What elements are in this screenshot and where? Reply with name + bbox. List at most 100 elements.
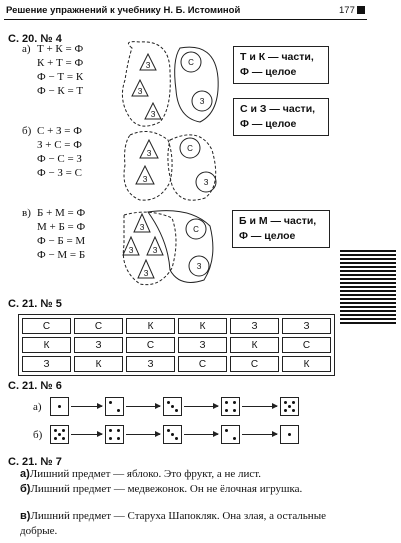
arrow-icon — [184, 403, 219, 409]
die-face — [105, 397, 124, 416]
ex7-a-text: Лишний предмет — яблоко. Это фрукт, а не… — [29, 468, 262, 480]
ex7-c-text: Лишний предмет — Старуха Шапокляк. Она з… — [20, 510, 326, 537]
triangle-shape — [139, 138, 159, 159]
ex4-c-line: Б + М = Ф — [37, 207, 86, 219]
table-cell: К — [178, 318, 227, 334]
triangle-label: З — [138, 87, 143, 96]
triangle-shape — [144, 101, 162, 120]
triangle-shape — [146, 235, 164, 256]
table-cell: С — [178, 356, 227, 372]
ex4-b-marker: б) — [22, 125, 32, 137]
die-pip — [175, 409, 179, 413]
ex4-c-line: М + Б = Ф — [37, 221, 86, 233]
triangle-label: З — [143, 175, 148, 184]
set-outline-c-right — [147, 210, 214, 283]
die-pip — [108, 428, 112, 432]
die-pip — [53, 437, 57, 441]
die-pip — [283, 400, 287, 404]
ex7-a-marker: а) — [20, 468, 30, 480]
die-face — [105, 425, 124, 444]
table-cell: З — [230, 318, 279, 334]
circle-shape — [195, 171, 217, 193]
arrow-icon — [242, 403, 278, 409]
ex4-c-line: Ф − М = Б — [37, 249, 86, 261]
table-cell: З — [178, 337, 227, 353]
page-header: Решение упражнений к учебнику Н. Б. Исто… — [0, 0, 401, 20]
die-pip — [175, 437, 179, 441]
circle-shape — [179, 137, 201, 159]
die-pip — [233, 409, 237, 413]
die-pip — [117, 409, 121, 413]
table-cell: З — [74, 337, 123, 353]
circle-label: С — [187, 144, 193, 153]
triangle-shape — [137, 258, 155, 279]
die-pip — [224, 409, 228, 413]
ex4-c-line: Ф − Б = М — [37, 235, 86, 247]
triangle-label: З — [129, 246, 134, 255]
ex4-b-note: С и З — части, Ф — целое — [233, 98, 329, 136]
circle-shape — [180, 51, 202, 73]
triangle-label: З — [144, 269, 149, 278]
table-row: К З С З К С — [22, 337, 331, 353]
triangle-label: З — [146, 61, 151, 70]
die-pip — [283, 409, 287, 413]
table-cell: К — [74, 356, 123, 372]
table-cell: К — [126, 318, 175, 334]
table-cell: С — [22, 318, 71, 334]
table-cell: З — [126, 356, 175, 372]
book-title: Решение упражнений к учебнику Н. Б. Исто… — [6, 5, 241, 16]
table-cell: С — [230, 356, 279, 372]
ex4-a-line: Ф − К = Т — [37, 85, 84, 97]
triangle-shape — [131, 78, 149, 97]
circle-shape — [188, 255, 210, 277]
table-cell: З — [22, 356, 71, 372]
ex7-b-text: Лишний предмет — медвежонок. Он не ёлочн… — [30, 483, 303, 495]
circle-label: З — [204, 178, 209, 187]
die-pip — [233, 437, 237, 441]
die-pip — [62, 437, 66, 441]
die-face — [280, 397, 299, 416]
triangle-shape — [133, 212, 151, 233]
note-line: Т и К — части, — [240, 51, 314, 63]
die-face — [50, 425, 69, 444]
die-pip — [171, 433, 174, 436]
header-square-icon — [357, 6, 365, 14]
header-divider — [4, 19, 367, 20]
die-pip — [224, 428, 228, 432]
table-cell: К — [230, 337, 279, 353]
ex7-c-marker: в) — [20, 510, 31, 522]
die-pip — [58, 405, 61, 408]
set-outline-b-right — [167, 134, 217, 201]
ex4-b-line: С + З = Ф — [37, 125, 82, 137]
note-line: Ф — целое — [240, 118, 297, 130]
ex4-a-line: Ф − Т = К — [37, 71, 84, 83]
circle-label: С — [193, 225, 199, 234]
ex4-a-line: К + Т = Ф — [37, 57, 84, 69]
note-line: Ф — целое — [239, 230, 296, 242]
arrow-icon — [71, 431, 103, 437]
triangle-shape — [135, 164, 155, 185]
arrow-icon — [184, 431, 219, 437]
ex4-b-line: Ф − С = З — [37, 153, 82, 165]
table-cell: С — [126, 337, 175, 353]
die-pip — [108, 437, 112, 441]
ex4-b-line: Ф − З = С — [37, 167, 82, 179]
die-pip — [166, 428, 170, 432]
ex4-c-marker: в) — [22, 207, 31, 219]
die-face — [221, 397, 240, 416]
ex6-b-marker: б) — [33, 429, 43, 441]
table-row: З К З С С К — [22, 356, 331, 372]
circle-shape — [191, 90, 213, 112]
die-pip — [53, 428, 57, 432]
table-cell: З — [282, 318, 331, 334]
side-stripes-decoration — [340, 250, 396, 324]
page-number: 177 — [339, 5, 355, 16]
circle-label: З — [197, 262, 202, 271]
die-pip — [117, 428, 121, 432]
ex4-a-marker: а) — [22, 43, 31, 55]
table-row: С С К К З З — [22, 318, 331, 334]
die-pip — [233, 400, 237, 404]
ex7-item-c: в)Лишний предмет — Старуха Шапокляк. Она… — [20, 509, 338, 539]
arrow-icon — [71, 403, 103, 409]
